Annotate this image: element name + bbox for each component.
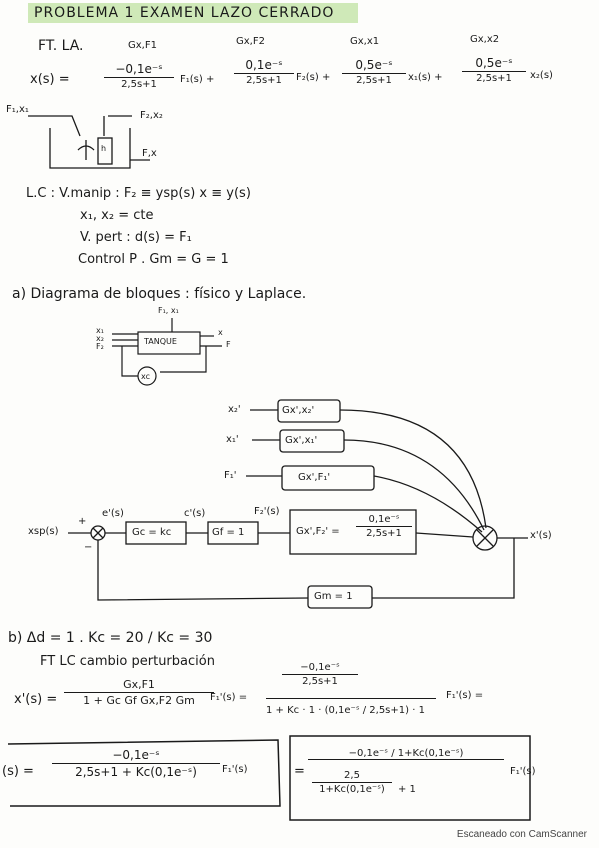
- eq1-var: F₁'(s) =: [210, 692, 248, 703]
- lc-line1: L.C : V.manip : F₂ ≡ ysp(s) x ≡ y(s): [26, 186, 251, 201]
- lap-e: e'(s): [102, 508, 124, 519]
- ftla-var-1: F₁(s) +: [180, 74, 215, 85]
- ftla-var-4: x₂(s): [530, 70, 553, 81]
- ftla-den-4: 2,5s+1: [476, 73, 512, 84]
- phys-in-f2: F₂: [96, 342, 104, 351]
- lap-out: x'(s): [530, 530, 552, 541]
- lap-plus: +: [78, 516, 87, 527]
- eq2-lhs: (s) =: [2, 764, 34, 779]
- ftla-den-1: 2,5s+1: [121, 79, 157, 90]
- eq1-var2: F₁'(s) =: [446, 690, 484, 701]
- eq3-den-frac: 2,5 1+Kc(0,1e⁻ˢ): [312, 770, 392, 795]
- lap-x2-in: x₂': [228, 404, 241, 415]
- phys-out-x: x: [218, 328, 223, 337]
- eq3-den-den: 1+Kc(0,1e⁻ˢ): [319, 784, 385, 795]
- phys-top-label: F₁, x₁: [158, 306, 179, 315]
- eq1-den: 1 + Gc Gf Gx,F2 Gm: [83, 694, 195, 707]
- ftla-var-2: F₂(s) +: [296, 72, 331, 83]
- lap-gproc-den: 2,5s+1: [366, 528, 402, 539]
- part-a-heading: a) Diagrama de bloques : físico y Laplac…: [12, 286, 307, 302]
- lap-gf: Gf = 1: [212, 527, 245, 538]
- eq2-var: F₁'(s): [222, 764, 248, 775]
- lap-minus: −: [84, 542, 93, 553]
- lap-c: c'(s): [184, 508, 206, 519]
- ftla-den-2: 2,5s+1: [246, 75, 282, 86]
- lap-x2-block: Gx',x₂': [282, 405, 315, 416]
- eq3-num: −0,1e⁻ˢ / 1+Kc(0,1e⁻ˢ): [308, 748, 504, 760]
- eq2-den: 2,5s+1 + Kc(0,1e⁻ˢ): [75, 765, 197, 779]
- ftla-var-3: x₁(s) +: [408, 72, 443, 83]
- lap-gc: Gc = kc: [132, 527, 172, 538]
- lap-x1-block: Gx',x₁': [285, 435, 318, 446]
- lap-f2: F₂'(s): [254, 506, 280, 517]
- eq1-rnum-den: 2,5s+1: [302, 676, 338, 687]
- ftla-label: FT. LA.: [38, 38, 84, 54]
- ftla-den-3: 2,5s+1: [356, 75, 392, 86]
- ftla-frac-1: −0,1e⁻ˢ 2,5s+1: [104, 62, 174, 90]
- lc-line4: Control P . Gm = G = 1: [78, 252, 229, 267]
- eq3-den-num: 2,5: [312, 770, 392, 783]
- ftla-over-4: Gx,x2: [470, 34, 500, 45]
- laplace-diagram: [68, 399, 528, 609]
- eq3-den-tail: + 1: [398, 784, 416, 795]
- eq2-num: −0,1e⁻ˢ: [52, 748, 220, 764]
- ftla-num-4: 0,5e⁻ˢ: [462, 56, 526, 72]
- eq1-rnum: −0,1e⁻ˢ 2,5s+1: [282, 662, 358, 687]
- lap-f1-block: Gx',F₁': [298, 472, 331, 483]
- eq3-eq: =: [294, 764, 305, 779]
- lap-sp: xsp(s): [28, 526, 59, 537]
- eq1-lhs: x'(s) =: [14, 692, 58, 707]
- ftla-num-2: 0,1e⁻ˢ: [234, 58, 294, 74]
- phys-block: TANQUE: [144, 337, 177, 346]
- title-highlight: [28, 3, 358, 23]
- lap-f1-in: F₁': [224, 470, 237, 481]
- part-b-boxes: [7, 735, 531, 821]
- ftla-frac-4: 0,5e⁻ˢ 2,5s+1: [462, 56, 526, 84]
- lap-gproc-num: 0,1e⁻ˢ: [356, 514, 412, 527]
- ftla-num-3: 0,5e⁻ˢ: [342, 58, 406, 74]
- phys-out-f: F: [226, 340, 231, 349]
- physical-diagram: [112, 318, 222, 386]
- eq2-frac: −0,1e⁻ˢ 2,5s+1 + Kc(0,1e⁻ˢ): [52, 748, 220, 779]
- lc-line2: x₁, x₂ = cte: [80, 208, 154, 223]
- ftla-frac-2: 0,1e⁻ˢ 2,5s+1: [234, 58, 294, 86]
- tank-in2-label: F₂,x₂: [140, 110, 163, 121]
- ftla-num-1: −0,1e⁻ˢ: [104, 62, 174, 78]
- tank-in-label: F₁,x₁: [6, 104, 29, 115]
- part-b-subheading: FT LC cambio perturbación: [40, 654, 215, 669]
- page-title: PROBLEMA 1 EXAMEN LAZO CERRADO: [34, 5, 335, 21]
- ftla-xs: x(s) =: [30, 72, 70, 87]
- tank-out-label: F,x: [142, 148, 157, 159]
- eq1-rden: 1 + Kc · 1 · (0,1e⁻ˢ / 2,5s+1) · 1: [266, 698, 436, 716]
- lap-gproc: Gx',F₂' =: [296, 526, 340, 537]
- part-b-heading: b) Δd = 1 . Kc = 20 / Kc = 30: [8, 630, 213, 646]
- tank-h-label: h: [101, 144, 107, 153]
- lap-gm: Gm = 1: [314, 591, 353, 602]
- tank-drawing: [28, 115, 150, 169]
- eq3-var: F₁'(s): [510, 766, 536, 777]
- ftla-over-1: Gx,F1: [128, 40, 157, 51]
- eq1-rnum-num: −0,1e⁻ˢ: [282, 662, 358, 675]
- phys-controller: xc: [141, 372, 150, 381]
- phys-in-x2: x₂: [96, 334, 104, 343]
- lc-line3: V. pert : d(s) = F₁: [80, 230, 192, 245]
- lap-x1-in: x₁': [226, 434, 239, 445]
- ftla-over-3: Gx,x1: [350, 36, 380, 47]
- ftla-frac-3: 0,5e⁻ˢ 2,5s+1: [342, 58, 406, 86]
- phys-in-x1: x₁: [96, 326, 104, 335]
- eq1-frac: Gx,F1 1 + Gc Gf Gx,F2 Gm: [64, 678, 214, 707]
- scanner-watermark: Escaneado con CamScanner: [456, 829, 587, 840]
- ftla-over-2: Gx,F2: [236, 36, 265, 47]
- lap-gproc-frac: 0,1e⁻ˢ 2,5s+1: [356, 514, 412, 539]
- eq1-num: Gx,F1: [64, 678, 214, 693]
